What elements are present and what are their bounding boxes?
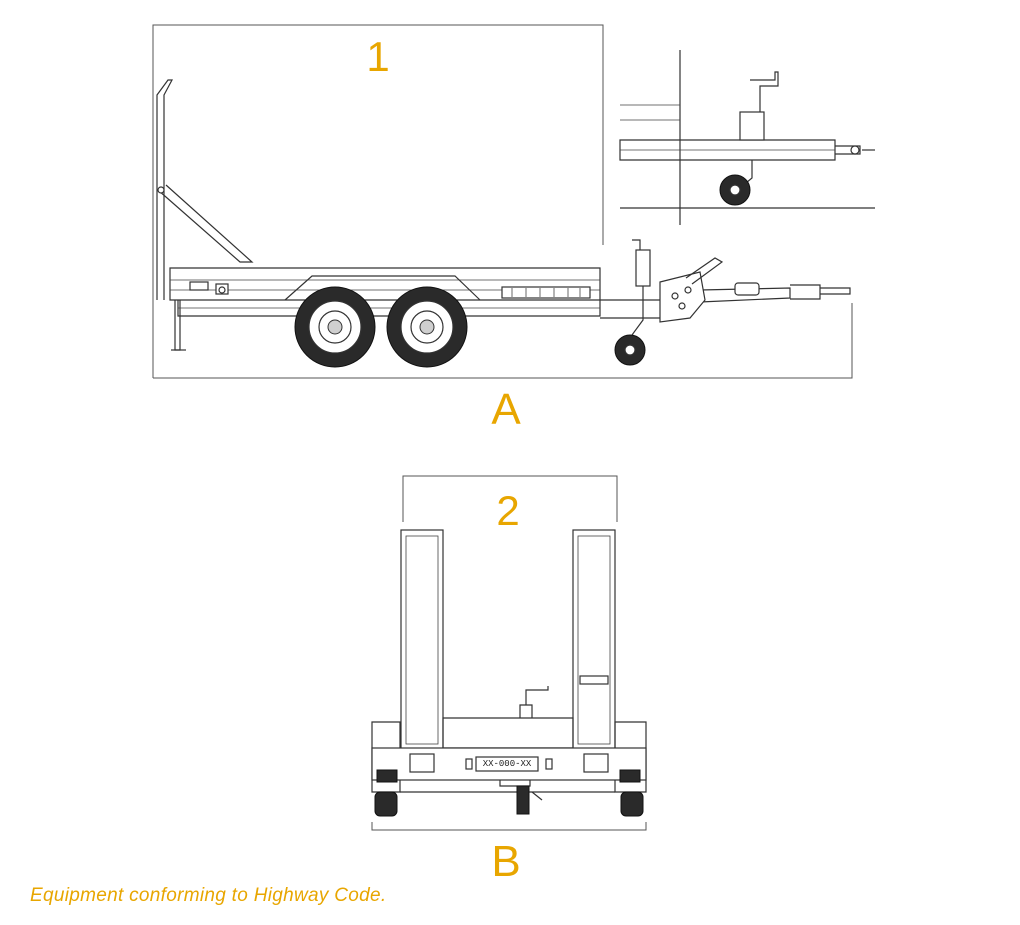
caption: Equipment conforming to Highway Code. [30,885,387,906]
dimension-line-b [371,822,647,831]
rear-jockey [516,785,530,815]
dimension-label-b: B [491,837,521,886]
plate-frame [475,756,539,772]
ramp-strut [157,184,254,263]
wheel-front [386,286,468,368]
hitch [820,287,851,295]
dimension-line-2 [402,475,618,522]
handbrake [685,257,724,285]
raised-ramp [156,79,173,300]
dimension-label-a: A [491,385,521,434]
rear-view [371,475,647,831]
left-tyre [374,791,398,817]
dimension-label-1: 1 [366,33,390,80]
left-light [409,753,435,773]
right-light [583,753,609,773]
detail-inset [619,50,875,225]
side-view [152,24,853,379]
inset-jack [739,111,765,141]
dimension-line-a [153,303,853,379]
jockey-post [635,249,651,287]
wheel-rear [294,286,376,368]
right-ramp [572,529,616,751]
dimension-line-1 [152,24,604,378]
license-plate: XX-000-XX [482,759,532,769]
mudguard [284,275,481,301]
side-marker [501,286,591,299]
dimension-label-2: 2 [496,487,520,534]
inset-jack-handle [750,71,779,112]
rear-deck [442,717,574,749]
right-tyre [620,791,644,817]
left-ramp [400,529,444,751]
